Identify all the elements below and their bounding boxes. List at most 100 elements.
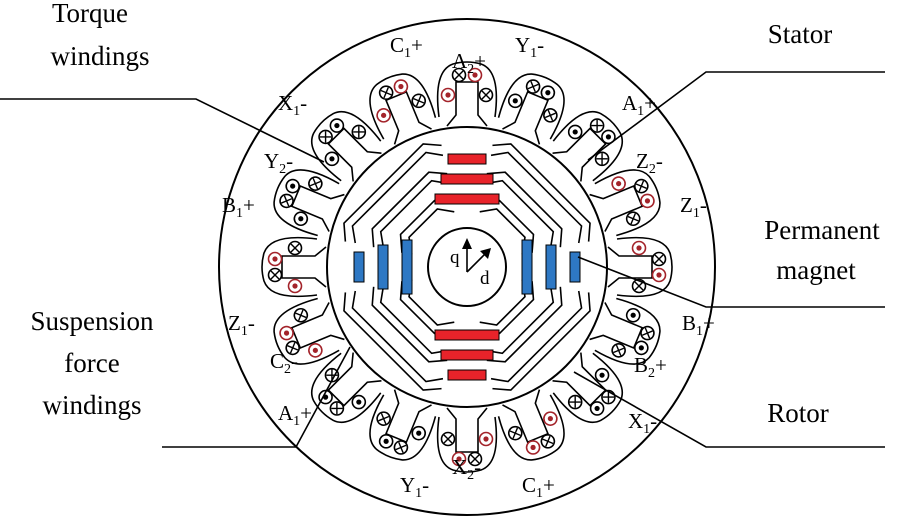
coil-loop	[594, 169, 661, 237]
conductor-cross-icon	[285, 340, 300, 356]
stator-tooth	[607, 236, 673, 298]
tooth-outline	[384, 389, 432, 444]
conductor-cross-icon	[589, 118, 605, 133]
phase-subscript: 2	[649, 162, 656, 177]
phase-base: Z	[228, 311, 241, 335]
phase-sign: -	[248, 311, 255, 335]
tooth-outline	[384, 90, 432, 145]
phase-base: C	[390, 33, 404, 57]
flux-barrier-edge	[343, 143, 442, 242]
stator-tooth	[311, 111, 382, 182]
phase-label-y2-minus: Y2-	[264, 149, 293, 177]
phase-base: X	[628, 409, 643, 433]
conductor-dot-icon	[589, 401, 605, 416]
phase-label-y1-minus-bottom: Y1-	[400, 473, 429, 501]
phase-subscript: 1	[293, 414, 300, 429]
conductor-dot-icon	[324, 151, 340, 167]
stator-tooth	[369, 389, 437, 461]
tooth-outline	[281, 246, 327, 288]
phase-subscript: 1	[293, 104, 300, 119]
q-axis-label: q	[450, 247, 460, 268]
conductor-cross-icon	[507, 425, 523, 441]
stator-tooth	[497, 389, 565, 461]
flux-barrier	[351, 151, 444, 244]
rotor-leader	[573, 371, 885, 448]
red-magnet	[440, 349, 494, 361]
conductor-cross-icon	[640, 325, 655, 341]
phase-base: Y	[515, 33, 530, 57]
conductor-cross-icon	[540, 434, 556, 449]
conductor-dot-icon	[287, 278, 303, 294]
flux-barrier	[490, 151, 583, 244]
phase-subscript: 2	[284, 362, 291, 377]
conductor-cross-icon	[267, 267, 283, 283]
conductor-dot-icon	[318, 389, 333, 405]
conductor-dot-icon	[285, 178, 300, 194]
suspension-force-windings-label-line1: Suspension	[30, 306, 154, 336]
conductor-dot-icon	[611, 176, 626, 191]
conductor-dot-icon	[651, 267, 667, 283]
phase-label-b2-plus: B2+	[634, 353, 667, 381]
blue-magnet	[521, 239, 533, 295]
conductor-dot-icon	[507, 93, 523, 109]
phase-label-a1-plus-left: A1+	[278, 401, 312, 429]
phase-labels: C1+A2+Y1-A1+Z2-Z1-B1+B2+X1-C1+X2-Y1-A1+C…	[222, 33, 715, 501]
coil-loop	[552, 352, 623, 423]
conductor-cross-icon	[376, 411, 391, 426]
tooth-outline	[290, 302, 345, 350]
torque-windings-label-line1: Torque	[52, 0, 128, 28]
stator-tooth	[273, 297, 345, 365]
phase-label-c1-plus-top: C1+	[390, 33, 423, 61]
conductor-cross-icon	[329, 401, 345, 416]
stator-leader	[587, 71, 885, 161]
conductor-dot-icon	[567, 124, 583, 140]
stator-tooth	[589, 297, 661, 365]
red-magnet	[434, 329, 500, 341]
conductor-dot-icon	[634, 340, 649, 356]
conductor-cross-icon	[651, 251, 667, 267]
stator-slots	[261, 61, 673, 473]
phase-subscript: 1	[404, 46, 411, 61]
tooth-outline	[589, 302, 644, 350]
phase-subscript: 2	[467, 62, 474, 77]
phase-label-c2-minus: C2-	[270, 349, 298, 377]
flux-barrier-edge	[371, 171, 448, 248]
conductor-cross-icon	[478, 87, 494, 103]
stator-tooth	[589, 169, 661, 237]
d-axis-arrow	[466, 252, 487, 273]
phase-sign: +	[703, 311, 715, 335]
conductor-cross-icon	[293, 307, 309, 323]
phase-subscript: 1	[693, 206, 700, 221]
phase-subscript: 1	[536, 486, 543, 501]
conductor-dot-icon	[525, 440, 541, 455]
phase-label-c1-plus-bottom: C1+	[522, 473, 555, 501]
phase-label-a2-plus: A2+	[452, 49, 486, 77]
rotor-label: Rotor	[767, 398, 829, 428]
phase-subscript: 2	[648, 366, 655, 381]
conductor-cross-icon	[594, 151, 610, 167]
tooth-outline	[446, 81, 488, 127]
torque-windings-label-line2: windings	[50, 41, 149, 71]
phase-sign: +	[474, 49, 486, 73]
phase-base: A	[622, 91, 638, 115]
conductor-dot-icon	[478, 431, 494, 447]
blue-magnet	[401, 239, 413, 295]
stator-tooth	[552, 111, 623, 182]
phase-base: Z	[636, 149, 649, 173]
blue-magnet	[377, 244, 389, 290]
permanent-magnet-label-line2: magnet	[776, 255, 856, 285]
phase-subscript: 2	[279, 162, 286, 177]
conductor-cross-icon	[451, 67, 467, 83]
tooth-outline	[502, 90, 550, 145]
phase-label-b1-plus-left: B1+	[222, 193, 255, 221]
conductor-cross-icon	[351, 124, 367, 140]
flux-barrier-edge	[486, 171, 563, 248]
phase-label-z1-minus-right: Z1-	[680, 193, 707, 221]
phase-sign: -	[422, 473, 429, 497]
conductor-dot-icon	[625, 307, 641, 323]
stator-tooth	[436, 407, 498, 473]
phase-sign: -	[300, 91, 307, 115]
flux-barrier	[351, 290, 444, 383]
red-magnet	[434, 193, 500, 205]
